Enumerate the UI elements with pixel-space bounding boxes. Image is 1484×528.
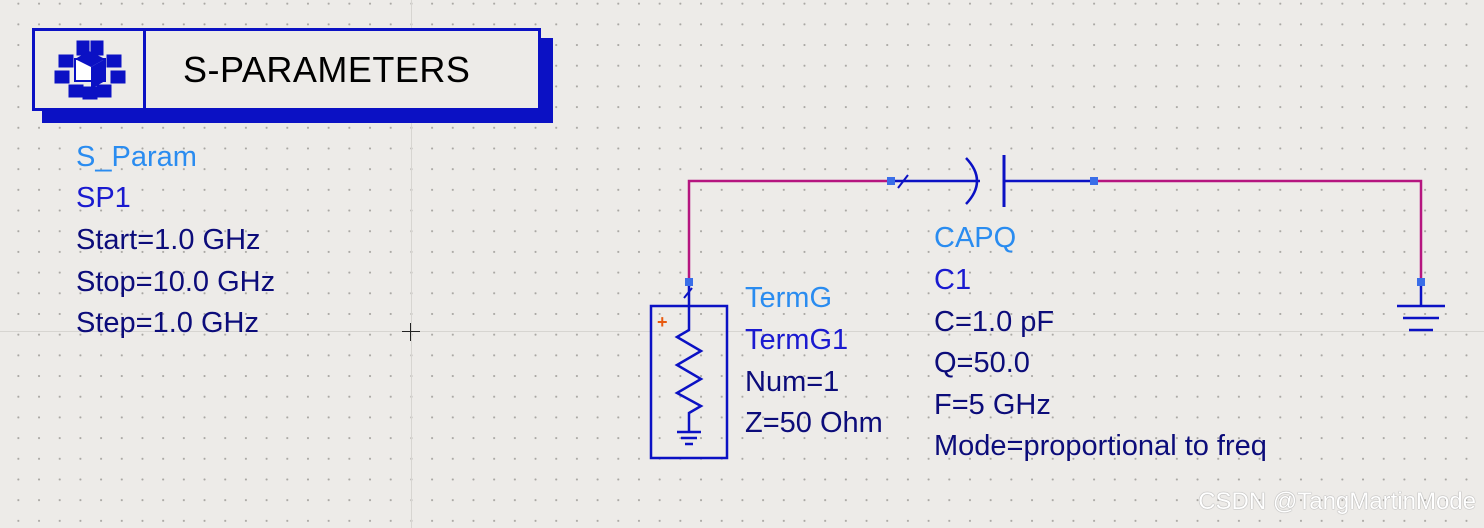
capacitor-symbol <box>891 155 1094 207</box>
capq-capacitance[interactable]: C=1.0 pF <box>934 306 1055 338</box>
gear-icon <box>54 40 126 100</box>
termg-plus-sign: + <box>657 312 668 332</box>
sparam-controller-block[interactable]: S-PARAMETERS <box>32 28 541 111</box>
termg-symbol <box>649 282 729 460</box>
crosshair-vertical <box>411 0 412 528</box>
capq-pin-1[interactable] <box>887 177 895 185</box>
crosshair-cursor <box>402 323 420 341</box>
wire-net <box>687 179 1423 282</box>
sparam-stop[interactable]: Stop=10.0 GHz <box>76 266 276 298</box>
sparam-start[interactable]: Start=1.0 GHz <box>76 224 261 256</box>
capq-label[interactable]: CAPQ <box>934 222 1017 254</box>
crosshair-horizontal <box>0 331 1484 332</box>
sparam-title: S-PARAMETERS <box>183 49 471 90</box>
sparam-step[interactable]: Step=1.0 GHz <box>76 307 259 339</box>
sparam-icon-cell <box>35 31 146 108</box>
watermark: CSDN @TangMartinMode <box>1198 488 1476 515</box>
capq-instance[interactable]: C1 <box>934 264 972 296</box>
ground-symbol <box>1397 282 1445 332</box>
termg-instance[interactable]: TermG1 <box>745 324 849 356</box>
sparam-label[interactable]: S_Param <box>76 141 197 173</box>
termg-impedance[interactable]: Z=50 Ohm <box>745 407 883 439</box>
termg-label[interactable]: TermG <box>745 282 832 314</box>
capq-q-factor[interactable]: Q=50.0 <box>934 347 1030 379</box>
pin-markers <box>685 177 1425 286</box>
ground-pin[interactable] <box>1417 278 1425 286</box>
termg-pin[interactable] <box>685 278 693 286</box>
capq-mode[interactable]: Mode=proportional to freq <box>934 430 1267 462</box>
capq-frequency[interactable]: F=5 GHz <box>934 389 1051 421</box>
capq-pin-2[interactable] <box>1090 177 1098 185</box>
sparam-instance[interactable]: SP1 <box>76 182 131 214</box>
termg-num[interactable]: Num=1 <box>745 366 840 398</box>
